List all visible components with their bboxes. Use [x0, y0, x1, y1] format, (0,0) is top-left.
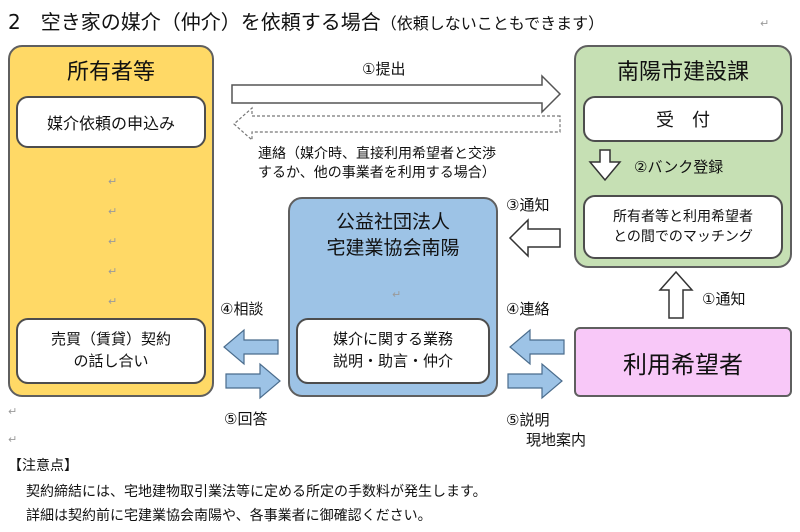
page-title: 2 空き家の媒介（仲介）を依頼する場合（依頼しないこともできます）	[8, 6, 604, 35]
notify3-label: ③通知	[506, 196, 550, 214]
matching-box: 所有者等と利用希望者 との間でのマッチング	[583, 195, 783, 259]
paragraph-mark: ↵	[108, 175, 118, 188]
notes-line-2: 詳細は契約前に宅建業協会南陽や、各事業者に御確認ください。	[26, 508, 432, 524]
paragraph-mark: ↵	[108, 205, 118, 218]
answer-label: ⑤回答	[224, 410, 268, 428]
paragraph-mark: ↵	[8, 405, 18, 418]
reception-box-text: 受 付	[656, 110, 710, 131]
contact4-label: ④連絡	[506, 300, 550, 318]
explain-line-2: 現地案内	[526, 431, 587, 450]
reception-box: 受 付	[583, 96, 783, 142]
consult-label: ④相談	[220, 300, 264, 318]
contact-note: 連絡（媒介時、直接利用希望者と交渉 するか、他の事業者を利用する場合）	[258, 145, 496, 183]
duties-line-2: 説明・助言・仲介	[332, 352, 453, 370]
paragraph-mark: ↵	[392, 288, 402, 301]
association-title-line-2: 宅建業協会南陽	[326, 236, 460, 259]
contract-line-2: の話し合い	[73, 352, 149, 370]
request-box-text: 媒介依頼の申込み	[46, 114, 175, 133]
duties-box: 媒介に関する業務 説明・助言・仲介	[296, 318, 490, 384]
contact-note-line-1: 連絡（媒介時、直接利用希望者と交渉	[258, 146, 496, 162]
paragraph-mark: ↵	[108, 265, 118, 278]
paragraph-mark: ↵	[108, 295, 118, 308]
explain-label: ⑤説明 現地案内	[506, 410, 586, 451]
request-box: 媒介依頼の申込み	[16, 96, 206, 148]
owner-title: 所有者等	[66, 60, 155, 85]
contract-box: 売買（賃貸）契約 の話し合い	[16, 318, 206, 384]
bank-register-label: ②バンク登録	[634, 158, 724, 176]
title-main: 2 空き家の媒介（仲介）を依頼する場合	[8, 10, 381, 34]
notify1-label: ①通知	[702, 290, 746, 308]
contract-line-1: 売買（賃貸）契約	[50, 330, 171, 349]
association-title: 公益社団法人 宅建業協会南陽	[288, 210, 498, 261]
paragraph-mark: ↵	[8, 433, 18, 446]
notes-line-1: 契約締結には、宅地建物取引業法等に定める所定の手数料が発生します。	[26, 484, 487, 500]
user-box: 利用希望者	[574, 327, 792, 397]
contact-note-line-2: するか、他の事業者を利用する場合）	[258, 164, 496, 181]
notes-heading: 【注意点】	[8, 458, 78, 474]
matching-line-2: との間でのマッチング	[613, 229, 753, 245]
user-title: 利用希望者	[623, 350, 743, 379]
submit-label: ①提出	[362, 60, 406, 78]
city-title: 南陽市建設課	[616, 60, 749, 85]
title-note: （依頼しないこともできます）	[380, 14, 605, 33]
paragraph-mark: ↵	[760, 17, 770, 30]
explain-line-1: ⑤説明	[506, 411, 550, 429]
association-title-line-1: 公益社団法人	[335, 211, 450, 233]
matching-line-1: 所有者等と利用希望者	[613, 208, 753, 225]
duties-line-1: 媒介に関する業務	[332, 330, 453, 349]
paragraph-mark: ↵	[108, 235, 118, 248]
